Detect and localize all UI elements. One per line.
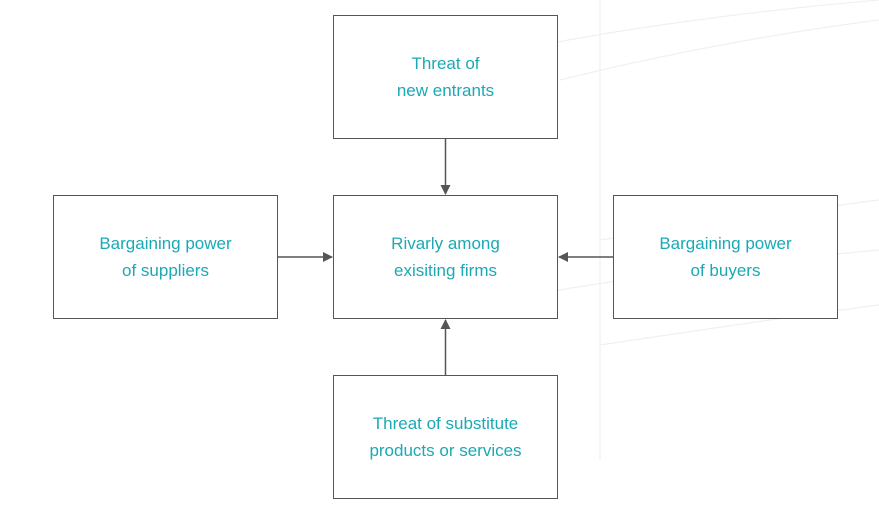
box-label-line2: products or services xyxy=(369,441,522,460)
box-label-line1: Threat of substitute xyxy=(372,414,519,433)
box-text: Threat of substitute products or service… xyxy=(369,410,521,464)
box-label-line2: of buyers xyxy=(690,261,761,280)
box-text: Threat of new entrants xyxy=(397,50,494,104)
box-label-line1: Rivarly among xyxy=(391,234,500,253)
threat-of-substitutes-box: Threat of substitute products or service… xyxy=(333,375,558,499)
threat-of-new-entrants-box: Threat of new entrants xyxy=(333,15,558,139)
box-label-line2: of suppliers xyxy=(122,261,209,280)
rivalry-box: Rivarly among exisiting firms xyxy=(333,195,558,319)
box-text: Bargaining power of suppliers xyxy=(99,230,231,284)
box-label-line1: Bargaining power xyxy=(99,234,232,253)
box-label-line1: Threat of xyxy=(411,54,480,73)
box-label-line2: exisiting firms xyxy=(394,261,497,280)
box-label-line2: new entrants xyxy=(396,81,495,100)
supplier-power-box: Bargaining power of suppliers xyxy=(53,195,278,319)
box-text: Bargaining power of buyers xyxy=(659,230,791,284)
box-label-line1: Bargaining power xyxy=(659,234,792,253)
buyer-power-box: Bargaining power of buyers xyxy=(613,195,838,319)
box-text: Rivarly among exisiting firms xyxy=(391,230,500,284)
